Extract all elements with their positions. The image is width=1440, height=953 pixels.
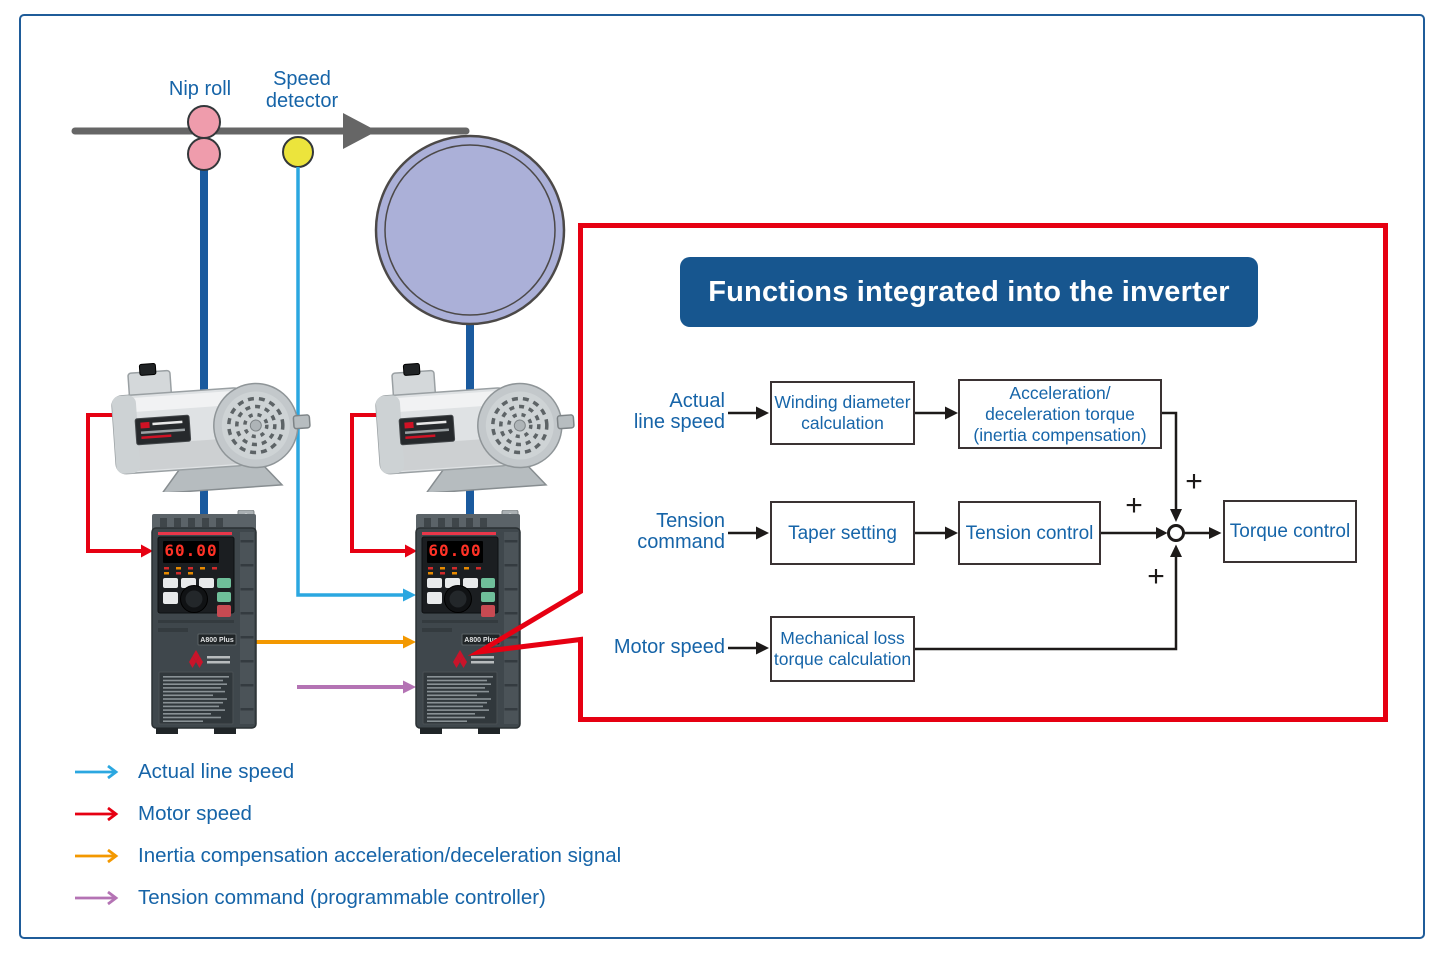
box-tension-control: Tension control xyxy=(958,501,1101,565)
legend-arrow-purple xyxy=(75,890,119,906)
input-label-line: Tension xyxy=(656,510,725,532)
block-diagram-arrowheads xyxy=(756,406,1222,655)
legend-label: Inertia compensation acceleration/decele… xyxy=(138,844,622,867)
inverter-1-model-badge: A800 Plus xyxy=(200,637,234,644)
box-mechanical-loss-torque: Mechanical loss torque calculation xyxy=(770,616,915,682)
speed-detector-label-line1: Speed xyxy=(273,68,331,90)
nip-roll-bottom xyxy=(187,137,221,171)
legend-item-inertia-signal: Inertia compensation acceleration/decele… xyxy=(73,844,621,868)
input-label-actual-line-speed: Actual line speed xyxy=(560,391,725,433)
box-text-line: calculation xyxy=(801,413,884,433)
functions-panel-title: Functions integrated into the inverter xyxy=(680,257,1258,327)
box-text-line: Torque control xyxy=(1229,521,1351,542)
input-label-tension-command: Tension command xyxy=(560,511,725,553)
speed-detector-roller xyxy=(282,136,314,168)
legend-label: Actual line speed xyxy=(138,760,295,783)
speed-detector-label-line2: detector xyxy=(265,90,339,112)
nip-roll-top xyxy=(187,105,221,139)
plus-sign-top: + xyxy=(1185,465,1203,498)
legend-label: Tension command (programmable controller… xyxy=(138,886,546,909)
motor-speed-signal-1 xyxy=(86,413,141,553)
actual-line-speed-signal xyxy=(296,167,403,597)
box-text-line: Winding diameter xyxy=(774,392,911,412)
motor-winder xyxy=(371,360,575,492)
box-torque-control: Torque control xyxy=(1223,500,1357,563)
nip-roll-label: Nip roll xyxy=(168,78,232,100)
legend-item-actual-line-speed: Actual line speed xyxy=(73,760,294,784)
actual-line-speed-arrowhead xyxy=(403,588,416,602)
input-label-line: line speed xyxy=(633,411,725,433)
web-direction-arrow xyxy=(343,113,377,149)
motor-nip-roll xyxy=(107,360,311,492)
box-text-line: Acceleration/ xyxy=(1009,382,1111,403)
inverter-2-display: 60.00 xyxy=(428,541,481,560)
box-text-line: (inertia compensation) xyxy=(973,424,1147,445)
legend-arrow-red xyxy=(75,806,119,822)
functions-panel-callout-border xyxy=(467,223,1388,722)
legend-item-tension-command: Tension command (programmable controller… xyxy=(73,886,546,910)
legend-label: Motor speed xyxy=(138,802,252,825)
box-text-line: Mechanical loss xyxy=(780,628,905,648)
box-text-line: torque calculation xyxy=(773,649,912,669)
box-text-line: Tension control xyxy=(965,522,1094,544)
winding-roll-inner-ring xyxy=(384,144,556,316)
legend-item-motor-speed: Motor speed xyxy=(73,802,252,826)
motor-speed-signal-2 xyxy=(350,413,405,553)
motor-speed-arrowhead-1 xyxy=(141,544,153,558)
legend-arrow-orange xyxy=(75,848,119,864)
motor-speed-arrowhead-2 xyxy=(405,544,417,558)
box-text-line: Taper setting xyxy=(788,522,897,544)
winding-roll xyxy=(374,134,566,326)
inertia-compensation-arrowhead xyxy=(403,635,416,649)
inverter-2-model-badge: A800 Plus xyxy=(464,637,498,644)
tension-command-arrowhead xyxy=(403,680,416,694)
input-label-line: Actual xyxy=(669,390,725,412)
summing-junction xyxy=(1167,524,1185,542)
page-border-frame xyxy=(19,14,1425,939)
box-winding-diameter-calculation: Winding diameter calculation xyxy=(770,381,915,445)
block-diagram-connectors xyxy=(728,411,1210,651)
legend-arrow-blue xyxy=(75,764,119,780)
input-label-line: Motor speed xyxy=(613,636,725,658)
inverter-1-display: 60.00 xyxy=(164,541,217,560)
box-taper-setting: Taper setting xyxy=(770,501,915,565)
plus-sign-left: + xyxy=(1125,489,1143,522)
speed-detector-label: Speed detector xyxy=(252,68,352,112)
box-accel-decel-torque: Acceleration/ deceleration torque (inert… xyxy=(958,379,1162,449)
input-label-motor-speed: Motor speed xyxy=(540,637,725,658)
input-label-line: command xyxy=(637,531,725,553)
box-text-line: deceleration torque xyxy=(985,403,1135,424)
plus-sign-bottom: + xyxy=(1147,560,1165,593)
